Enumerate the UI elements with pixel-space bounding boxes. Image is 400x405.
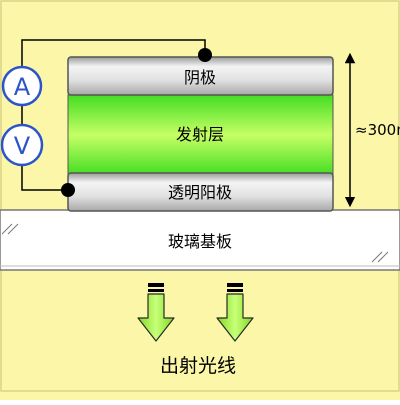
emissive-label: 发射层 [176, 125, 224, 144]
anode-label: 透明阳极 [168, 183, 232, 202]
thickness-dimension: ≈300nm [344, 52, 400, 208]
thickness-label: ≈300nm [355, 121, 400, 139]
voltmeter-circle [0, 123, 44, 167]
voltmeter-label: V [14, 132, 31, 160]
voltmeter: V [0, 123, 44, 167]
light-arrow-right [216, 283, 254, 342]
emissive-layer: 发射层 [67, 94, 334, 176]
anode-contact-dot [61, 183, 75, 197]
cathode-layer: 阴极 [67, 56, 334, 96]
diagram-frame [0, 0, 400, 392]
ammeter-label: A [14, 73, 31, 101]
anode-layer: 透明阳极 [67, 172, 334, 212]
glass-substrate: 玻璃基板 [0, 209, 400, 271]
light-arrow-left [137, 283, 175, 342]
circuit-wires [21, 39, 206, 191]
glass-hatch-right [371, 251, 389, 263]
cathode-contact-dot [198, 48, 212, 62]
ammeter-circle [1, 65, 43, 107]
ammeter: A [1, 65, 43, 107]
substrate-label: 玻璃基板 [168, 232, 232, 251]
cathode-label: 阴极 [184, 68, 216, 87]
glass-hatch-left [1, 223, 19, 235]
output-light-label: 出射光线 [160, 355, 236, 377]
